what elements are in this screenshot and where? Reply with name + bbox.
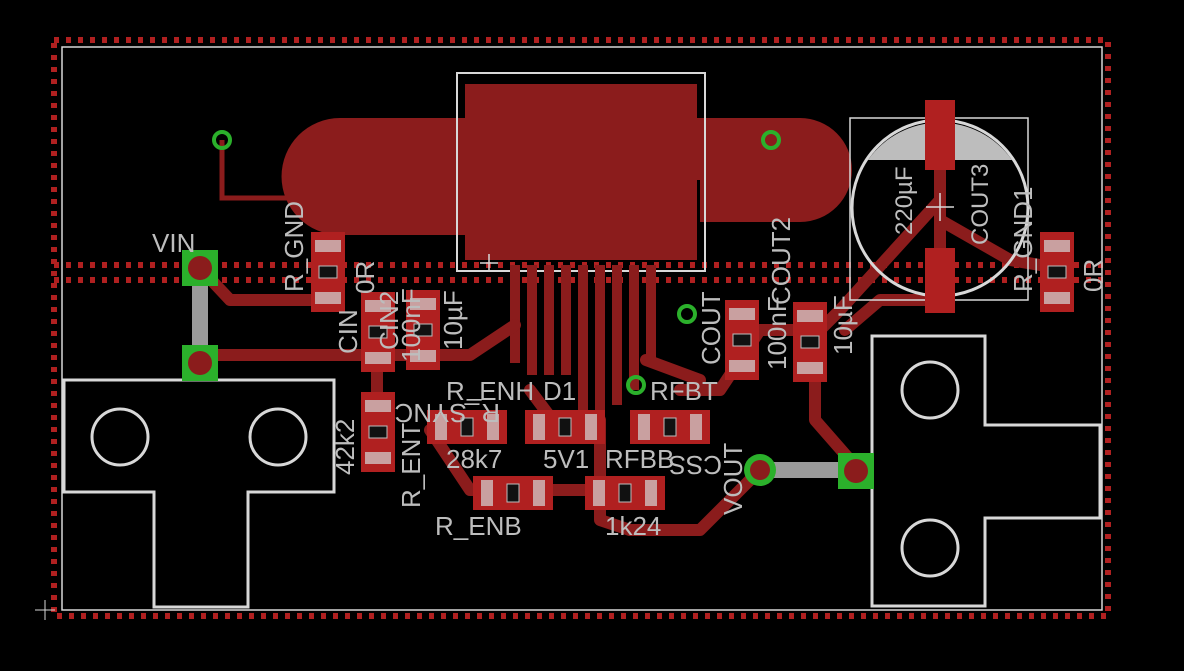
- cout1-value: 100nF: [762, 296, 792, 370]
- cin-label: CIN: [333, 309, 363, 354]
- rfbb-label: RFBB: [605, 444, 674, 474]
- r-enb-footprint: [473, 476, 553, 510]
- r-enh-label: R_ENH: [446, 376, 534, 406]
- r-gnd1-label: R_GND1: [1008, 187, 1038, 292]
- r-enb-label: R_ENB: [435, 511, 522, 541]
- rfbt-footprint: [630, 410, 710, 444]
- r-gnd-label: R_GND: [279, 201, 309, 292]
- cout2-footprint: [793, 302, 827, 382]
- gnd-trace: [219, 140, 330, 201]
- rfbb-value: 1k24: [605, 511, 661, 541]
- r-gnd1-value: 0R: [1078, 259, 1108, 292]
- rfbb-footprint: [585, 476, 665, 510]
- cout-label: COUT: [696, 291, 726, 365]
- cout2-value: 10µF: [828, 295, 858, 355]
- r-gnd1-footprint: [1040, 232, 1074, 312]
- rfbt-label: RFBT: [650, 376, 718, 406]
- cout2-label: COUT2: [766, 217, 796, 305]
- vin-label: VIN: [152, 228, 195, 258]
- d1-label: D1: [543, 376, 576, 406]
- cout3-label: COUT3: [967, 164, 994, 245]
- r-gnd-footprint: [311, 232, 345, 312]
- d1-value: 5V1: [543, 444, 589, 474]
- ic-copper-pour: [281, 84, 852, 260]
- r-ent-value: 42k2: [330, 419, 360, 475]
- r-gnd-value: 0R: [350, 261, 380, 294]
- vout-label: VOUT: [718, 443, 748, 515]
- cin2-footprint: [406, 290, 440, 370]
- d1-footprint: [525, 410, 605, 444]
- cout3-value: 220µF: [891, 166, 918, 235]
- board-outline: [61, 46, 1103, 611]
- r-sync-mirror: R_SYNC: [395, 398, 500, 428]
- connector-pads: [182, 250, 874, 489]
- ic-pins: [510, 265, 656, 415]
- r-ent-footprint: [361, 392, 395, 472]
- smd-components: [311, 232, 1074, 510]
- cout1-footprint: [725, 300, 759, 380]
- vin-connector-outline: [62, 378, 336, 609]
- r-sync-value: 28k7: [446, 444, 502, 474]
- css-label: CSS: [669, 450, 722, 480]
- cin2-value: 10µF: [438, 290, 468, 350]
- cout3-footprint: [849, 100, 1030, 313]
- origin-cross: [35, 600, 55, 620]
- vias: [212, 130, 781, 395]
- cin2-label: CIN2: [374, 291, 404, 350]
- vout-connector-outline: [870, 334, 1102, 608]
- r-ent-label: R_ENT: [396, 423, 426, 508]
- r-sync-footprint: [427, 410, 507, 444]
- cin-value: 100nF: [396, 288, 426, 362]
- cin-footprint: [361, 292, 395, 372]
